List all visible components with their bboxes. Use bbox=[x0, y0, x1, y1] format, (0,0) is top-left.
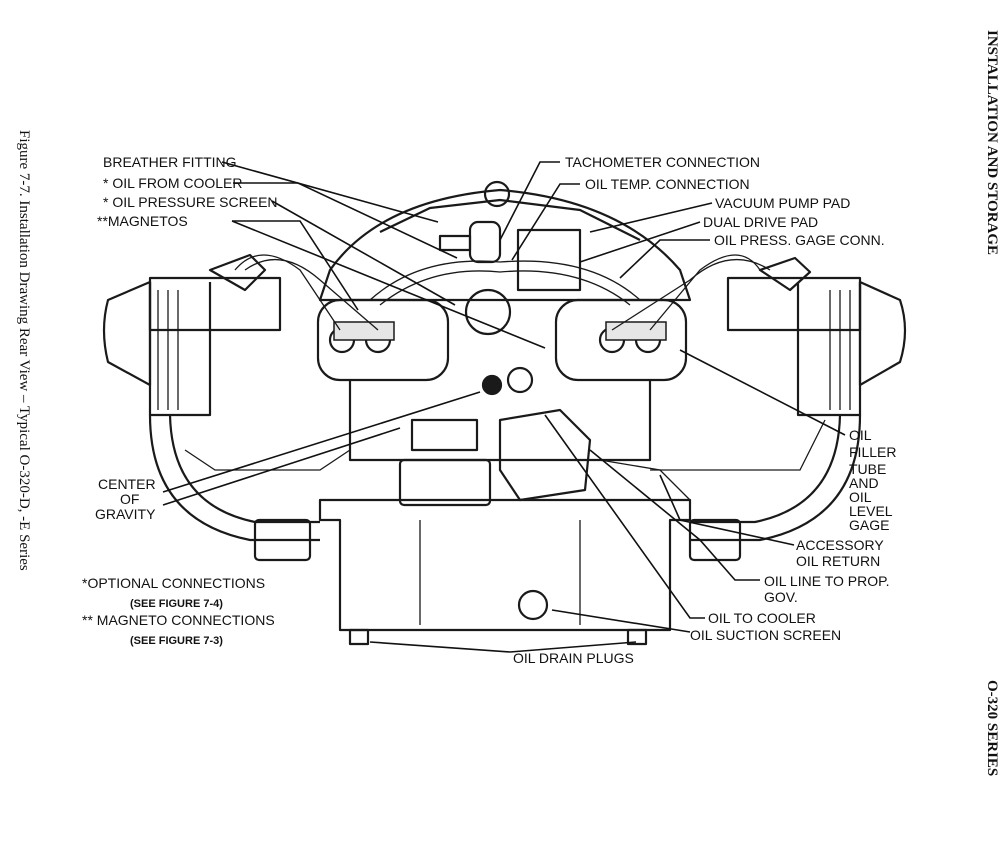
label-oil-drain-plugs: OIL DRAIN PLUGS bbox=[513, 650, 634, 666]
label-center-line1: CENTER bbox=[98, 476, 156, 492]
label-dual-drive-pad: DUAL DRIVE PAD bbox=[703, 214, 818, 230]
label-accessory-line1: ACCESSORY bbox=[796, 537, 884, 553]
label-center-line2: OF bbox=[120, 491, 139, 507]
note-magneto-connections: ** MAGNETO CONNECTIONS bbox=[82, 612, 275, 628]
label-oil-suction-screen: OIL SUCTION SCREEN bbox=[690, 627, 841, 643]
label-vacuum-pump-pad: VACUUM PUMP PAD bbox=[715, 195, 850, 211]
label-prop-gov-line2: GOV. bbox=[764, 589, 798, 605]
label-magnetos: **MAGNETOS bbox=[97, 213, 188, 229]
label-oil-filler-line3: TUBE bbox=[849, 461, 886, 477]
label-oil-filler-line6: LEVEL bbox=[849, 503, 893, 519]
label-tachometer-connection: TACHOMETER CONNECTION bbox=[565, 154, 760, 170]
label-oil-filler-line2: FILLER bbox=[849, 444, 896, 460]
label-oil-pressure-screen: * OIL PRESSURE SCREEN bbox=[103, 194, 278, 210]
label-oil-filler-line4: AND bbox=[849, 475, 879, 491]
label-oil-from-cooler: * OIL FROM COOLER bbox=[103, 175, 243, 191]
note-see-figure-7-4: (SEE FIGURE 7-4) bbox=[130, 598, 223, 610]
label-accessory-line2: OIL RETURN bbox=[796, 553, 880, 569]
label-breather-fitting: BREATHER FITTING bbox=[103, 154, 237, 170]
engine-illustration bbox=[102, 180, 907, 646]
note-optional-connections: *OPTIONAL CONNECTIONS bbox=[82, 575, 265, 591]
label-oil-filler-line7: GAGE bbox=[849, 517, 889, 533]
label-prop-gov-line1: OIL LINE TO PROP. bbox=[764, 573, 890, 589]
label-center-line3: GRAVITY bbox=[95, 506, 156, 522]
callout-labels: BREATHER FITTING * OIL FROM COOLER * OIL… bbox=[95, 154, 896, 666]
label-oil-filler-line1: OIL bbox=[849, 427, 872, 443]
note-see-figure-7-3: (SEE FIGURE 7-3) bbox=[130, 635, 223, 647]
footnotes: *OPTIONAL CONNECTIONS (SEE FIGURE 7-4) *… bbox=[82, 575, 275, 647]
label-oil-to-cooler: OIL TO COOLER bbox=[708, 610, 816, 626]
label-oil-temp-connection: OIL TEMP. CONNECTION bbox=[585, 176, 750, 192]
label-oil-press-gage-conn: OIL PRESS. GAGE CONN. bbox=[714, 232, 885, 248]
label-oil-filler-line5: OIL bbox=[849, 489, 872, 505]
leader-lines bbox=[162, 161, 846, 653]
